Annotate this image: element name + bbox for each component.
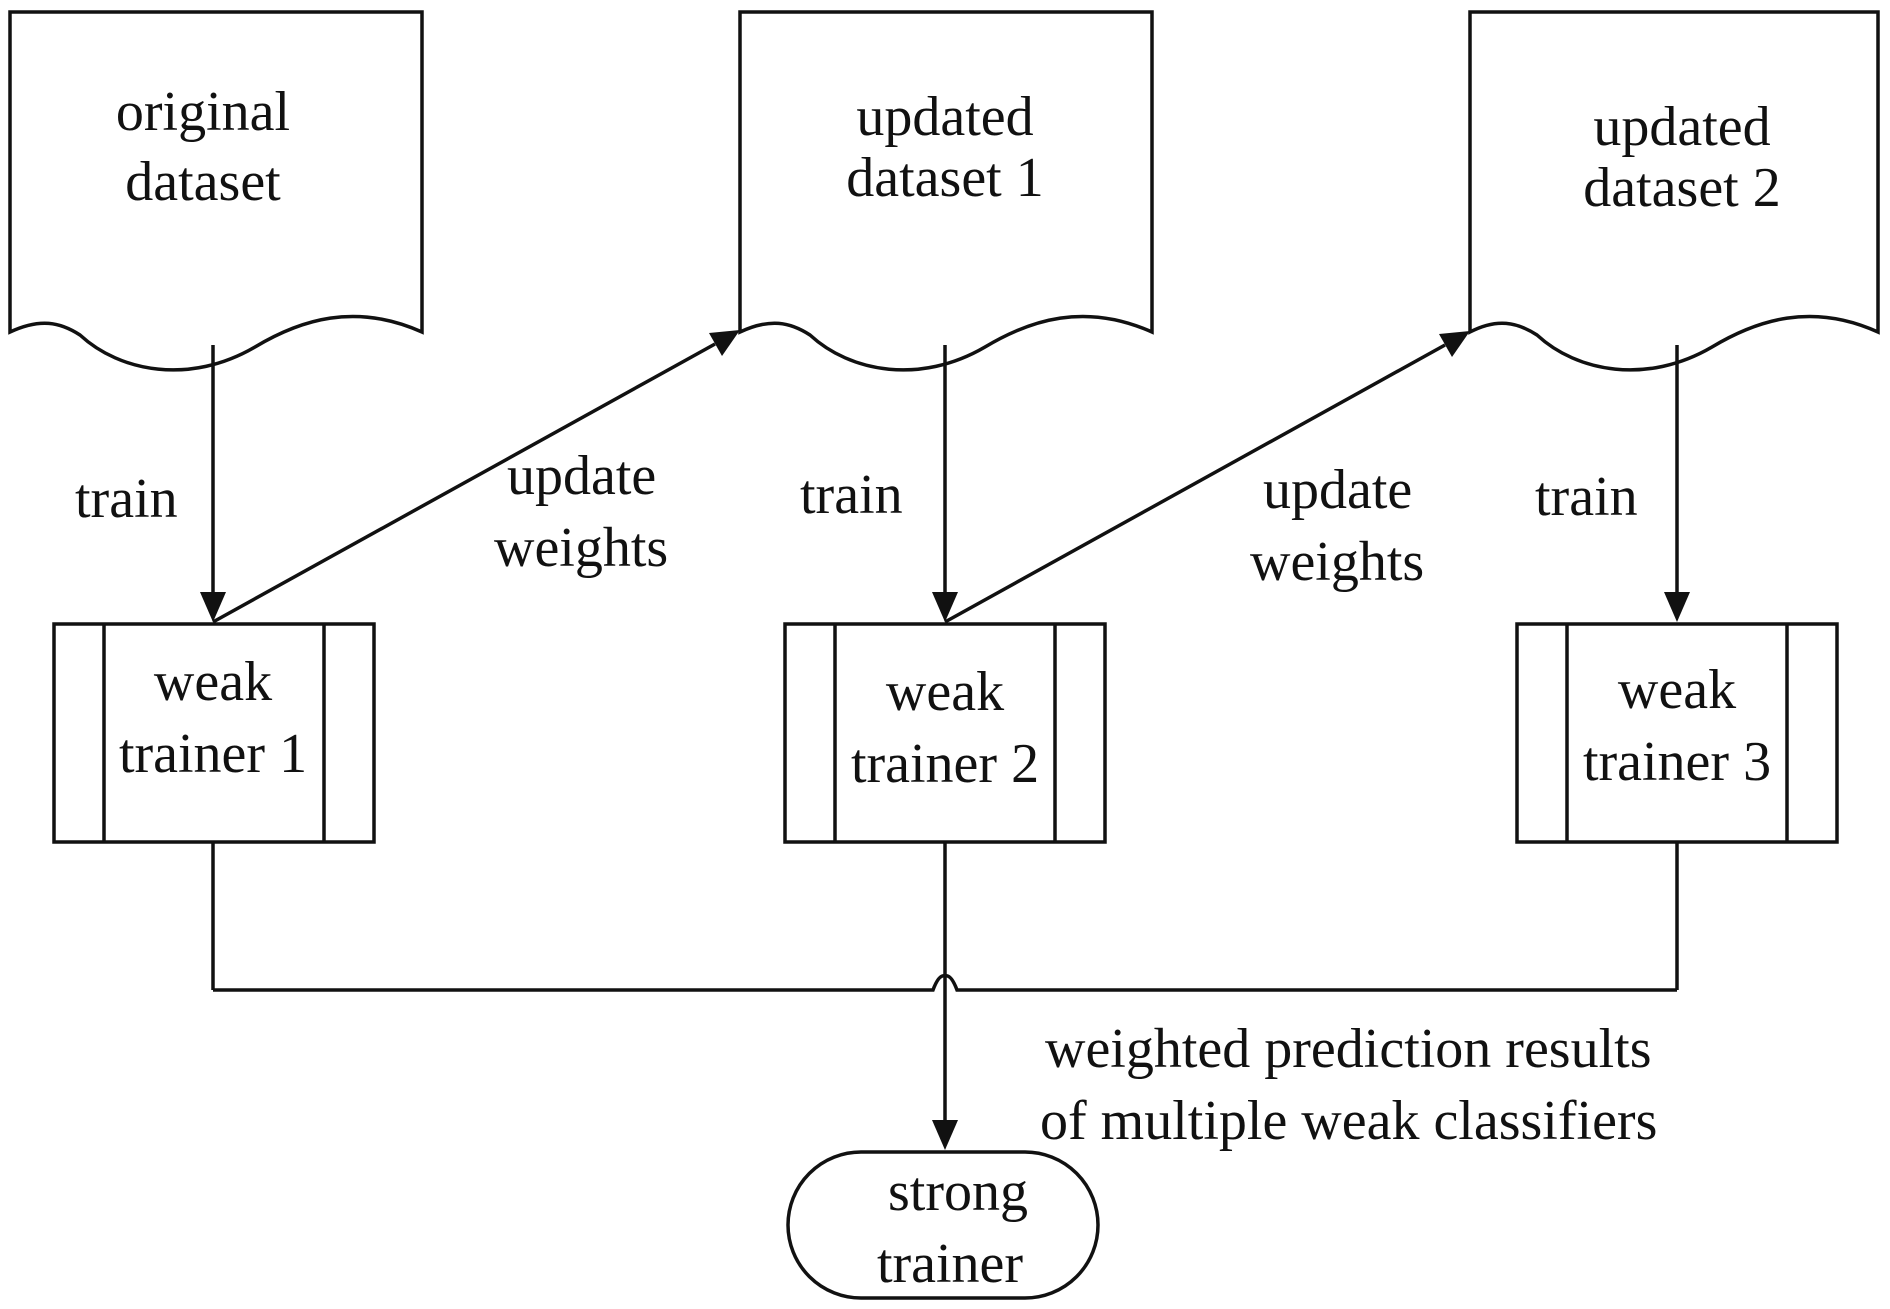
weak-trainer-2-line-1: weak bbox=[886, 661, 1004, 723]
original-dataset-shape bbox=[8, 10, 424, 372]
updated-dataset-2-line-1: updated bbox=[1593, 96, 1770, 158]
weak-trainer-3-line-2: trainer 3 bbox=[1583, 731, 1771, 793]
train-arrow-1-head bbox=[200, 592, 226, 622]
updated-dataset-1-line-1: updated bbox=[856, 86, 1033, 148]
strong-trainer-terminator bbox=[786, 1150, 1100, 1300]
strong-trainer-line-1: strong bbox=[888, 1161, 1028, 1223]
update-weights-label-1-line-1: update bbox=[507, 445, 656, 507]
update-weights-arrow-2-head bbox=[1439, 331, 1470, 357]
weak-trainer-3-box bbox=[1515, 622, 1839, 844]
weak-trainer-1-line-1: weak bbox=[154, 651, 272, 713]
updated-dataset-1-line-2: dataset 1 bbox=[846, 147, 1043, 209]
update-weights-arrow-1-head bbox=[709, 330, 740, 356]
train-arrow-3-head bbox=[1664, 592, 1690, 622]
train-arrow-2-head bbox=[932, 592, 958, 622]
weak-trainer-2-box bbox=[783, 622, 1107, 844]
updated-dataset-2-line-2: dataset 2 bbox=[1583, 157, 1780, 219]
updated-dataset-1-shape bbox=[738, 10, 1154, 372]
update-weights-label-2-line-1: update bbox=[1263, 459, 1412, 521]
train-label-2: train bbox=[800, 464, 903, 526]
combine-down-arrow-head bbox=[932, 1120, 958, 1150]
update-weights-label-1-line-2: weights bbox=[494, 517, 668, 579]
train-label-1: train bbox=[75, 468, 178, 530]
train-label-3: train bbox=[1535, 466, 1638, 528]
update-weights-arrow-2 bbox=[944, 343, 1446, 624]
weak-trainer-2-line-2: trainer 2 bbox=[851, 733, 1039, 795]
update-weights-arrow-1 bbox=[212, 342, 716, 624]
original-dataset-line-2: dataset bbox=[125, 151, 281, 213]
strong-trainer-line-2: trainer bbox=[877, 1233, 1023, 1295]
combine-label-line-2: of multiple weak classifiers bbox=[1040, 1090, 1657, 1152]
update-weights-label-2-line-2: weights bbox=[1250, 531, 1424, 593]
original-dataset-line-1: original bbox=[116, 81, 290, 143]
weak-trainer-1-box bbox=[52, 622, 376, 844]
combine-label-line-1: weighted prediction results bbox=[1045, 1018, 1652, 1080]
weak-trainer-3-line-1: weak bbox=[1618, 659, 1736, 721]
updated-dataset-2-shape bbox=[1468, 10, 1880, 372]
weak-trainer-1-line-2: trainer 1 bbox=[119, 723, 307, 785]
